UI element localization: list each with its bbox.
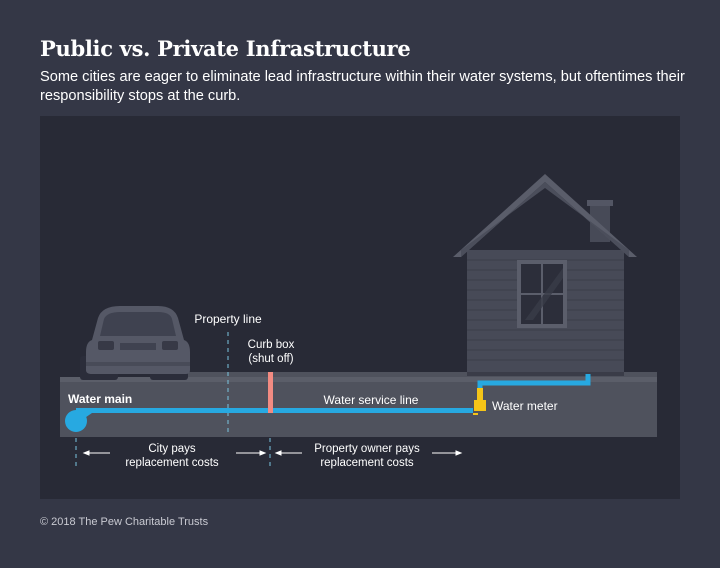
infrastructure-diagram: Property line Curb box (shut off) Water … <box>40 116 680 499</box>
diagram-canvas: Property line Curb box (shut off) Water … <box>60 174 657 469</box>
copyright-credit: © 2018 The Pew Charitable Trusts <box>40 516 209 528</box>
water-meter-label: Water meter <box>492 399 558 413</box>
owner-pays-sublabel: replacement costs <box>320 457 414 469</box>
owner-pays-label: Property owner pays <box>314 443 420 455</box>
cost-arrows <box>82 450 463 456</box>
curb-box-icon <box>268 372 273 413</box>
page-subtitle: Some cities are eager to eliminate lead … <box>40 69 685 104</box>
boundary-lines <box>75 332 271 468</box>
property-line-label: Property line <box>194 312 262 326</box>
curb-box-label: Curb box <box>248 339 295 351</box>
car-icon <box>80 306 190 380</box>
house-icon <box>453 174 637 376</box>
ground <box>60 372 657 437</box>
water-meter-icon <box>473 388 486 415</box>
curb-box-sublabel: (shut off) <box>248 353 293 365</box>
city-pays-label: City pays <box>148 443 196 455</box>
water-pipes <box>65 374 591 432</box>
water-main-label: Water main <box>68 392 132 406</box>
water-service-line-label: Water service line <box>324 393 419 407</box>
house-supply-pipe <box>477 374 591 390</box>
water-service-line-pipe <box>76 408 473 413</box>
city-pays-sublabel: replacement costs <box>125 457 219 469</box>
page-title: Public vs. Private Infrastructure <box>40 36 411 61</box>
